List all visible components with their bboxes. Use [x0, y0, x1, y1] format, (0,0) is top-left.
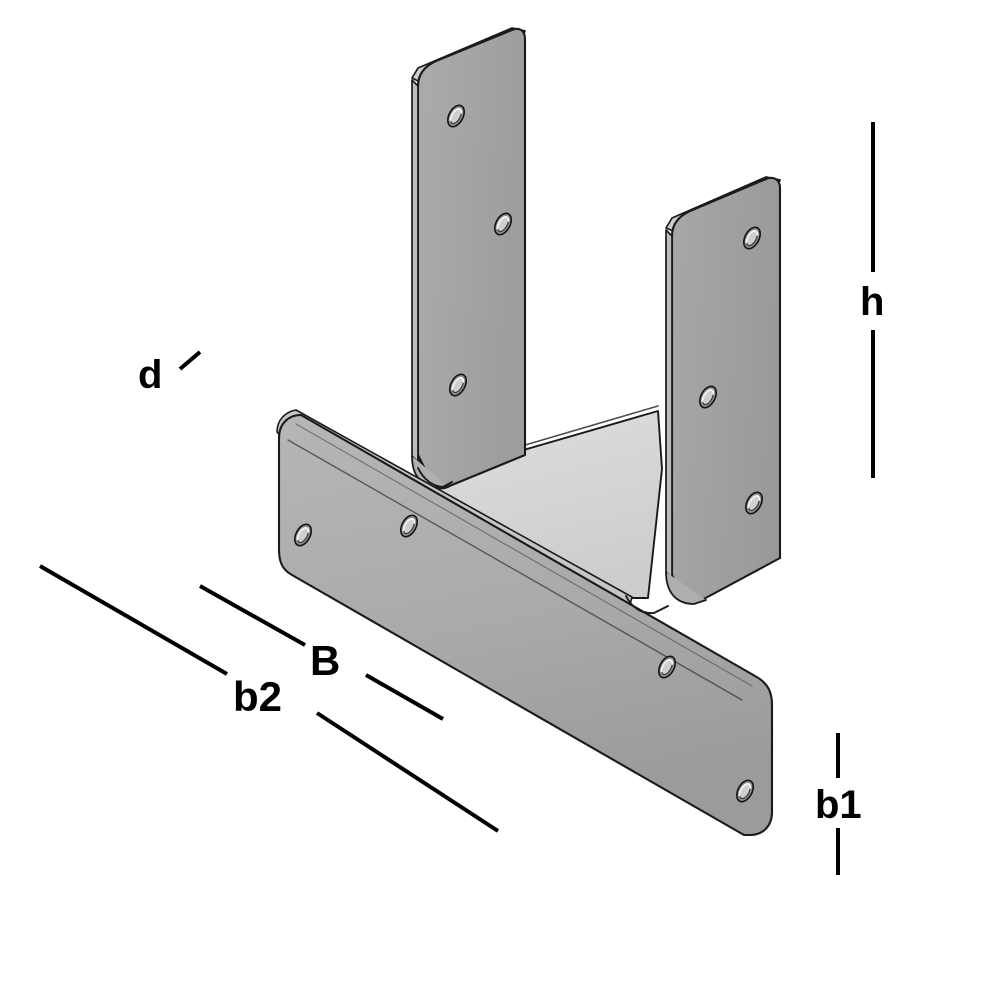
dimension-line-d	[178, 350, 202, 371]
front-base-flange	[276, 409, 774, 837]
dimension-line-B-lower	[365, 673, 444, 721]
dimension-line-B-upper	[199, 584, 306, 647]
dimension-label-d: d	[138, 353, 163, 397]
dimension-label-b1: b1	[815, 783, 862, 827]
dimension-line-b2-upper	[38, 564, 229, 676]
dimension-label-h: h	[860, 280, 885, 324]
left-upright-plate	[411, 27, 527, 490]
dimension-label-B: B	[310, 637, 341, 684]
dimension-line-b2-lower	[315, 711, 500, 833]
right-upright-plate	[665, 176, 782, 605]
dimension-label-b2: b2	[233, 673, 283, 720]
